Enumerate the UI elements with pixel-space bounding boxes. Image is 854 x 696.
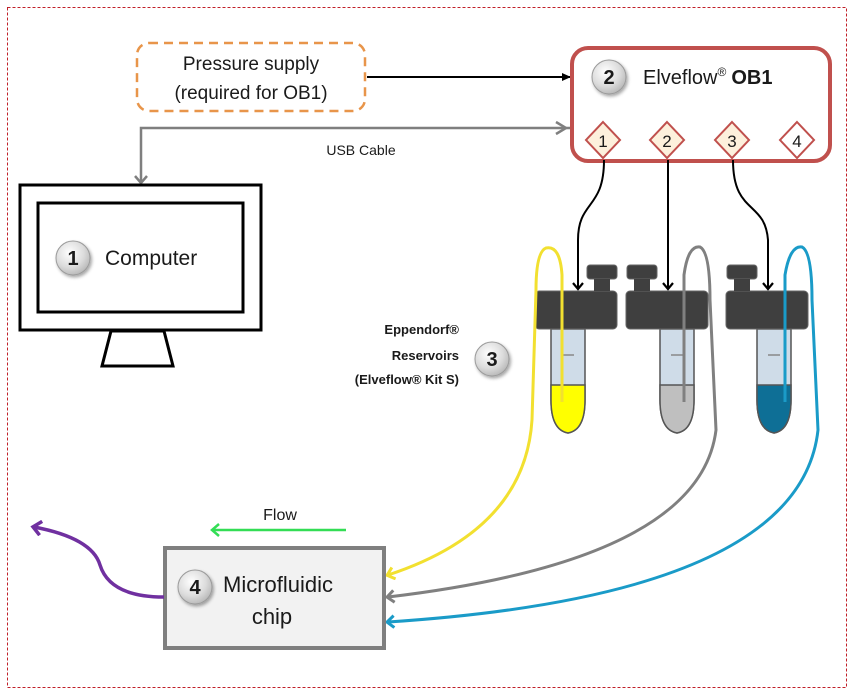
ob1-port-1-label: 1 — [598, 132, 607, 151]
reservoirs-line2: Reservoirs — [392, 348, 459, 363]
usb-cable-line — [134, 126, 570, 185]
pressure-line-port3 — [732, 159, 774, 291]
monitor-stand — [100, 329, 175, 368]
computer-monitor: 1 Computer — [18, 183, 263, 368]
reservoir-blue — [725, 264, 809, 434]
ob1-port-2-label: 2 — [662, 132, 671, 151]
usb-cable-label: USB Cable — [326, 142, 395, 158]
ob1-port-1[interactable]: 1 — [584, 120, 622, 160]
microfluidic-chip: 4 Microfluidic chip — [163, 546, 386, 650]
badge-2-text: 2 — [603, 67, 614, 89]
tube-gray — [388, 245, 718, 597]
ob1-model: OB1 — [731, 67, 772, 89]
outer-frame — [7, 7, 847, 688]
pressure-supply-line2: (required for OB1) — [174, 83, 327, 104]
ob1-brand: Elveflow — [643, 67, 718, 89]
badge-4-text: 4 — [189, 577, 201, 599]
reservoir-gray — [625, 264, 709, 434]
chip-line1: Microfluidic — [223, 572, 333, 597]
computer-label: Computer — [105, 247, 197, 270]
ob1-port-2[interactable]: 2 — [648, 120, 686, 160]
ob1-port-3[interactable]: 3 — [713, 120, 751, 160]
chip-line2: chip — [252, 604, 292, 629]
flow-label: Flow — [263, 507, 297, 524]
badge-2 — [591, 59, 627, 95]
reservoirs-line1: Eppendorf® — [384, 322, 459, 337]
tube-yellow — [388, 246, 564, 575]
reservoirs-label: Eppendorf® Reservoirs (Elveflow® Kit S) … — [355, 322, 510, 387]
ob1-port-4[interactable]: 4 — [778, 120, 816, 160]
badge-1 — [55, 240, 91, 276]
badge-3-text: 3 — [486, 349, 497, 371]
outlet-tube — [34, 527, 165, 599]
pressure-supply-box: Pressure supply (required for OB1) — [135, 41, 367, 113]
ob1-title: Elveflow® OB1 — [643, 65, 772, 89]
badge-4 — [177, 569, 213, 605]
ob1-port-3-label: 3 — [727, 132, 736, 151]
badge-3 — [474, 341, 510, 377]
pressure-supply-line1: Pressure supply — [183, 54, 320, 75]
tube-blue — [388, 245, 820, 622]
ob1-port-4-label: 4 — [792, 132, 801, 151]
usb-cable-arrowhead-ob1 — [555, 120, 569, 136]
pressure-line-port1 — [572, 159, 605, 291]
reservoirs-line3: (Elveflow® Kit S) — [355, 372, 459, 387]
ob1-reg-mark: ® — [717, 65, 726, 79]
ob1-controller: 2 Elveflow® OB1 1 2 3 4 — [570, 46, 832, 163]
reservoir-yellow — [534, 264, 618, 434]
badge-1-text: 1 — [67, 248, 78, 270]
